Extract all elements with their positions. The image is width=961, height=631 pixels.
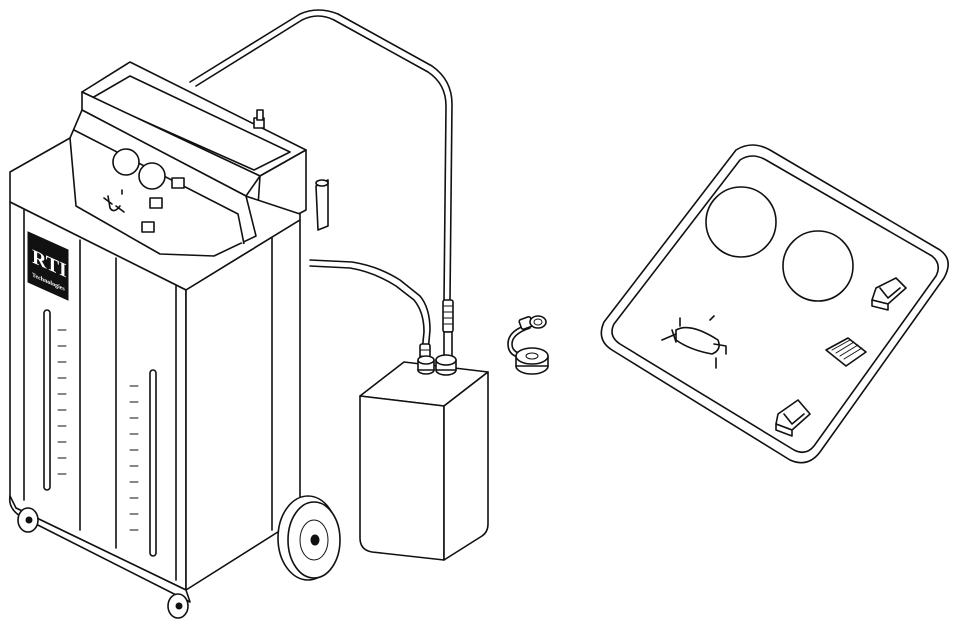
gauge-left xyxy=(706,187,776,257)
hose-fitting-right xyxy=(443,300,453,360)
caster-front-left xyxy=(18,508,38,532)
rear-wheel xyxy=(278,496,340,580)
adapter-fitting xyxy=(508,316,548,374)
fluid-container xyxy=(360,355,488,560)
service-hose-lower xyxy=(310,260,430,352)
fluid-exchange-machine: RTI Technologies xyxy=(10,62,340,618)
gauge-right xyxy=(783,231,853,301)
control-panel-detail xyxy=(601,145,948,463)
caster-front-right xyxy=(168,594,188,618)
